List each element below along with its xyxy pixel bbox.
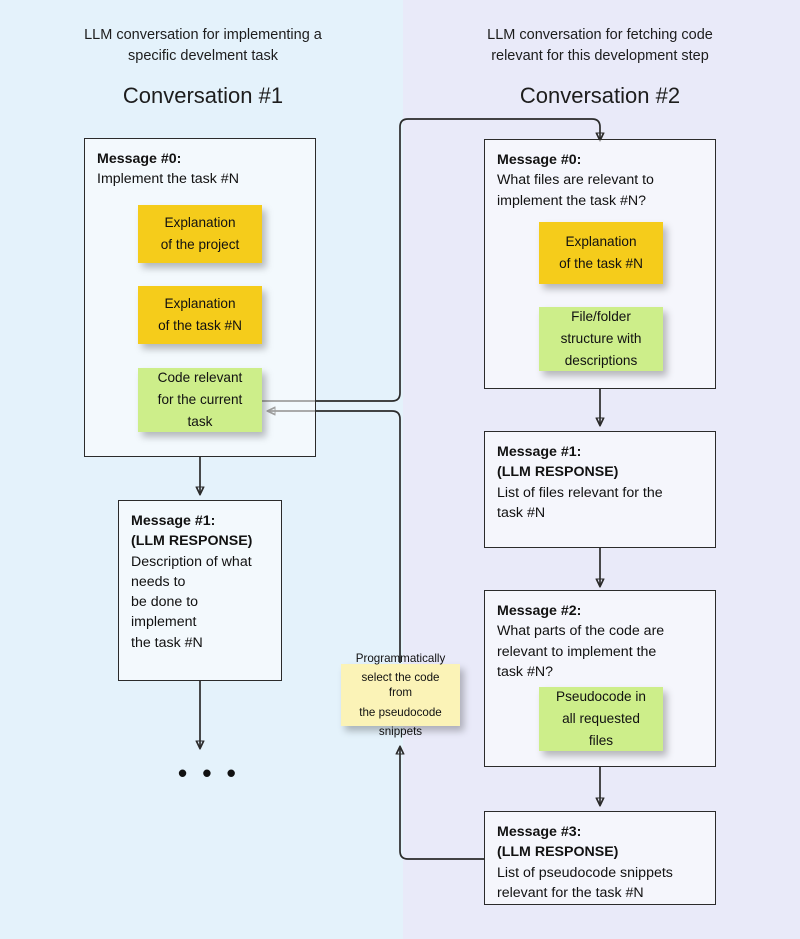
conv1-message1-box[interactable]: Message #1: (LLM RESPONSE) Description o… [118,500,282,681]
file-folder-structure-line2: structure with [560,330,642,346]
code-relevant-note[interactable]: Code relevant for the current task [138,368,262,432]
right-caption-line2: relevant for this development step [491,48,709,65]
pseudocode-line3: files [588,733,614,749]
code-relevant-line1: Code relevant [157,369,243,385]
conv2-explanation-of-task-line2: of the task #N [559,256,643,271]
conv2-explanation-of-task-note[interactable]: Explanation of the task #N [539,222,663,284]
code-relevant-line2: for the current [157,391,243,407]
file-folder-structure-line1: File/folder [571,308,631,324]
conv2-explanation-of-task-line1: Explanation [565,233,637,249]
left-column-caption: LLM conversation for implementing a spec… [43,25,363,67]
conv2-msg2-body-line3: task #N? [497,663,553,680]
conv2-msg2-header: Message #2: [497,603,582,619]
pseudocode-line1: Pseudocode in [556,688,646,704]
conv2-msg3-body-line2: relevant for the task #N [497,884,644,901]
explanation-of-project-note[interactable]: Explanation of the project [138,205,262,263]
right-caption-line1: LLM conversation for fetching code [487,27,713,43]
pseudocode-note[interactable]: Pseudocode in all requested files [539,687,663,751]
arrow-code-relevant-to-conv2-msg0 [262,118,600,402]
left-caption-line1: LLM conversation for implementing a [84,27,322,43]
conv1-msg1-header-line1: Message #1: [131,513,216,529]
conv2-msg1-body-line1: List of files relevant for the [497,484,663,501]
conv1-msg0-body-line1: Implement the task #N [97,171,239,188]
conv1-explanation-of-task-line2: of the task #N [158,318,242,333]
right-column-title: Conversation #2 [519,83,681,108]
conv2-msg3-header-line2: (LLM RESPONSE) [497,844,619,861]
conv2-msg1-body-line2: task #N [497,504,546,521]
pseudocode-line2: all requested [562,710,640,726]
programmatic-select-line4: snippets [378,724,423,738]
conv1-msg1-body-line5: the task #N [131,634,203,651]
code-relevant-line3: task [187,414,213,430]
conv2-message3-box[interactable]: Message #3: (LLM RESPONSE) List of pseud… [484,811,716,905]
conv1-explanation-of-task-line1: Explanation [164,295,236,311]
conv1-ellipsis: • • • [178,758,240,788]
right-column-caption: LLM conversation for fetching code relev… [440,25,760,67]
conv2-msg2-body-line1: What parts of the code are [497,623,665,640]
conv2-msg2-body-line2: relevant to implement the [497,643,657,660]
conv2-msg1-header-line2: (LLM RESPONSE) [497,464,619,481]
conv2-msg1-header-line1: Message #1: [497,444,582,460]
conv1-msg1-body-line1: Description of what [131,553,252,570]
conv1-msg1-body-line2: needs to [131,573,186,590]
file-folder-structure-note[interactable]: File/folder structure with descriptions [539,307,663,371]
conv2-msg3-header-line1: Message #3: [497,824,582,840]
conv2-msg3-body-line1: List of pseudocode snippets [497,864,673,881]
file-folder-structure-line3: descriptions [564,353,638,369]
conv1-explanation-of-task-note[interactable]: Explanation of the task #N [138,286,262,344]
conv1-msg1-body-line4: implement [131,614,197,631]
left-caption-line2: specific develment task [128,48,278,65]
programmatic-select-line3: the pseudocode [359,705,442,719]
conv2-message1-box[interactable]: Message #1: (LLM RESPONSE) List of files… [484,431,716,548]
conv2-msg0-header: Message #0: [497,152,582,168]
explanation-of-project-line1: Explanation [164,214,236,230]
conv1-msg1-body-line3: be done to [131,594,199,611]
conv2-msg0-body-line2: implement the task #N? [497,192,647,209]
conv1-msg1-header-line2: (LLM RESPONSE) [131,533,253,550]
conv1-msg0-header: Message #0: [97,151,182,167]
left-column-title: Conversation #1 [122,83,284,108]
arrow-middle-note-to-code-relevant [268,411,401,663]
programmatic-select-note[interactable]: Programmatically select the code from th… [341,652,460,738]
explanation-of-project-line2: of the project [160,237,240,252]
arrow-msg3-to-middle-note [400,747,484,860]
conv2-msg0-body-line1: What files are relevant to [497,172,654,189]
programmatic-select-line2: select the code from [361,671,440,700]
programmatic-select-line1: Programmatically [355,651,446,665]
